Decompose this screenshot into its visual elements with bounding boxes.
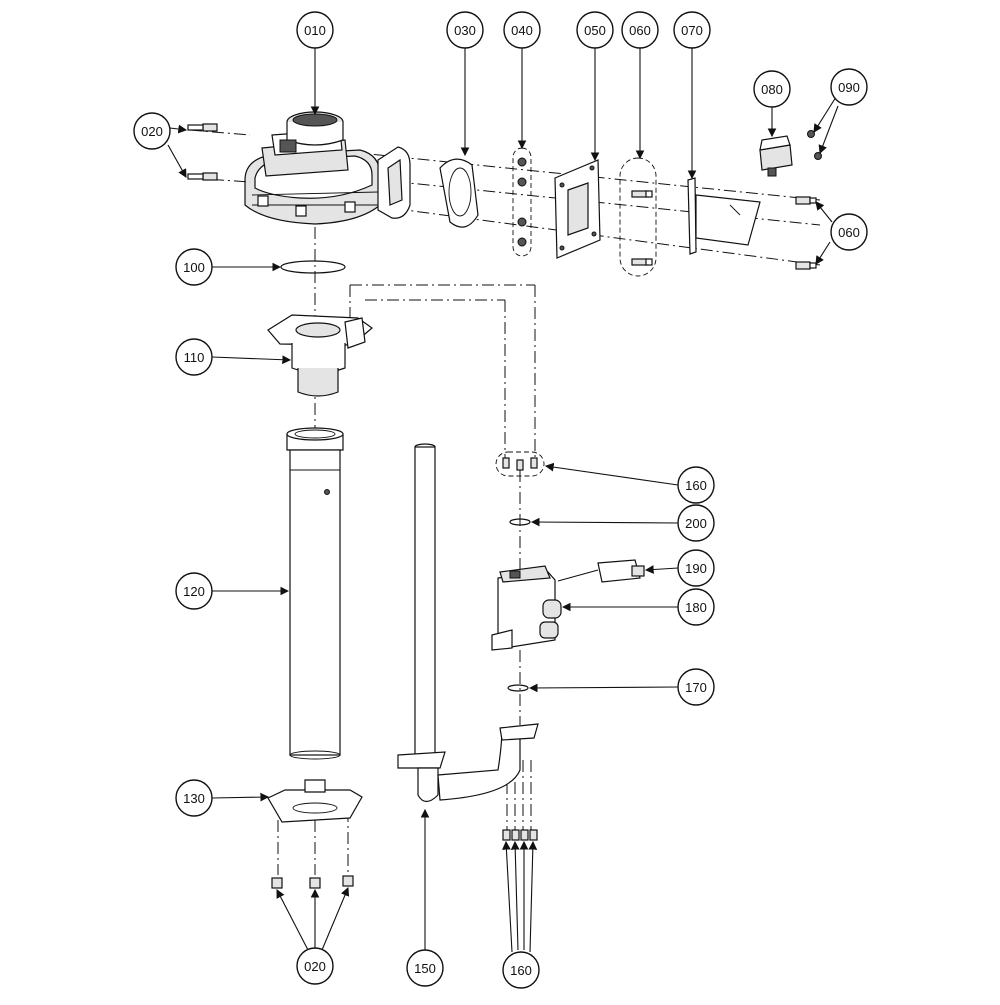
mounting-plate-part (687, 177, 761, 255)
callout-label: 170 (685, 680, 707, 695)
washer-part-170 (507, 684, 529, 692)
callout-160-top: 160 (677, 466, 715, 504)
callout-label: 150 (414, 961, 436, 976)
callout-130: 130 (175, 779, 213, 817)
callout-070: 070 (673, 11, 711, 49)
screw-group-middle (619, 157, 657, 277)
callout-label: 020 (304, 959, 326, 974)
callout-020-bottom: 020 (296, 947, 334, 985)
screw-set-right (795, 196, 817, 270)
callout-200: 200 (677, 504, 715, 542)
callout-090: 090 (830, 68, 868, 106)
callout-110: 110 (175, 338, 213, 376)
exhaust-pipe-part (286, 427, 344, 760)
callout-label: 030 (454, 23, 476, 38)
condensate-pipe-part (397, 443, 539, 803)
gas-valve-part (491, 565, 562, 651)
gasket-part (439, 158, 479, 228)
callout-180: 180 (677, 588, 715, 626)
callout-label: 050 (584, 23, 606, 38)
callout-label: 070 (681, 23, 703, 38)
screw-group-bottom-160 (502, 829, 538, 841)
callout-040: 040 (503, 11, 541, 49)
callout-060-right: 060 (830, 213, 868, 251)
callout-label: 190 (685, 561, 707, 576)
callout-050: 050 (576, 11, 614, 49)
screw-group-top-160 (495, 451, 545, 477)
callout-label: 060 (629, 23, 651, 38)
callout-020-top: 020 (133, 112, 171, 150)
o-ring-part (280, 260, 346, 274)
callout-label: 180 (685, 600, 707, 615)
callout-030: 030 (446, 11, 484, 49)
callout-label: 090 (838, 80, 860, 95)
callout-label: 010 (304, 23, 326, 38)
callout-160-bottom: 160 (502, 951, 540, 989)
callout-label: 080 (761, 82, 783, 97)
callout-label: 200 (685, 516, 707, 531)
adapter-plate-part (554, 159, 601, 259)
callout-label: 120 (183, 584, 205, 599)
flue-adapter-part (267, 314, 373, 397)
callout-190: 190 (677, 549, 715, 587)
callout-label: 110 (184, 350, 205, 365)
callout-label: 040 (511, 23, 533, 38)
callout-080: 080 (753, 70, 791, 108)
callout-100: 100 (175, 248, 213, 286)
callout-010: 010 (296, 11, 334, 49)
callout-120: 120 (175, 572, 213, 610)
callout-label: 060 (838, 225, 860, 240)
support-bracket-part (267, 779, 363, 889)
leader-lines (167, 48, 839, 953)
callout-label: 160 (685, 478, 707, 493)
assembly-center-lines (277, 149, 821, 875)
screw-set-top-left (187, 123, 251, 183)
callout-060-top: 060 (621, 11, 659, 49)
callout-label: 130 (183, 791, 205, 806)
blower-assembly-part (244, 111, 411, 225)
washer-part-200 (509, 518, 531, 526)
callout-170: 170 (677, 668, 715, 706)
nut-group (512, 147, 532, 257)
sensor-part (597, 559, 645, 583)
callout-150: 150 (406, 949, 444, 987)
callout-label: 100 (183, 260, 205, 275)
switch-part (759, 130, 822, 177)
callout-label: 020 (141, 124, 163, 139)
callout-label: 160 (510, 963, 532, 978)
